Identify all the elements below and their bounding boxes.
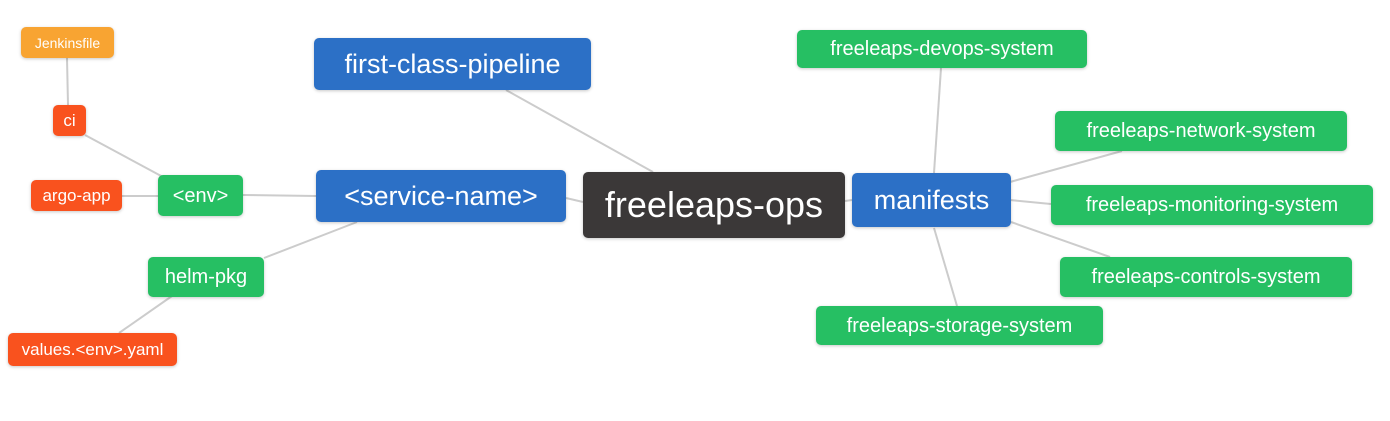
node-values-env-yaml[interactable]: values.<env>.yaml [8, 333, 177, 366]
node-service-name[interactable]: <service-name> [316, 170, 566, 222]
node-first-class-pipeline[interactable]: first-class-pipeline [314, 38, 591, 90]
edge-manifests-devops-system [933, 67, 942, 174]
edge-ci-jenkinsfile [66, 57, 69, 106]
edge-service-name-helm-pkg [263, 221, 358, 259]
node-storage-system[interactable]: freeleaps-storage-system [816, 306, 1103, 345]
edge-freeleaps-ops-manifests [844, 199, 853, 202]
edge-env-ci [84, 134, 164, 178]
node-argo-app[interactable]: argo-app [31, 180, 122, 211]
node-controls-system[interactable]: freeleaps-controls-system [1060, 257, 1352, 297]
node-ci[interactable]: ci [53, 105, 86, 136]
node-env[interactable]: <env> [158, 175, 243, 216]
edge-manifests-controls-system [1010, 221, 1111, 258]
edge-freeleaps-ops-service-name [565, 197, 584, 203]
edge-manifests-monitoring-system [1009, 199, 1052, 205]
node-network-system[interactable]: freeleaps-network-system [1055, 111, 1347, 151]
node-devops-system[interactable]: freeleaps-devops-system [797, 30, 1087, 68]
node-manifests[interactable]: manifests [852, 173, 1011, 227]
edge-manifests-storage-system [933, 227, 958, 307]
node-helm-pkg[interactable]: helm-pkg [148, 257, 264, 297]
edge-service-name-env [242, 194, 317, 197]
node-freeleaps-ops[interactable]: freeleaps-ops [583, 172, 845, 238]
edge-manifests-network-system [1009, 150, 1123, 183]
edge-freeleaps-ops-first-class-pipeline [505, 89, 654, 173]
node-monitoring-system[interactable]: freeleaps-monitoring-system [1051, 185, 1373, 225]
node-jenkinsfile[interactable]: Jenkinsfile [21, 27, 114, 58]
edge-helm-pkg-values-env-yaml [118, 295, 173, 334]
